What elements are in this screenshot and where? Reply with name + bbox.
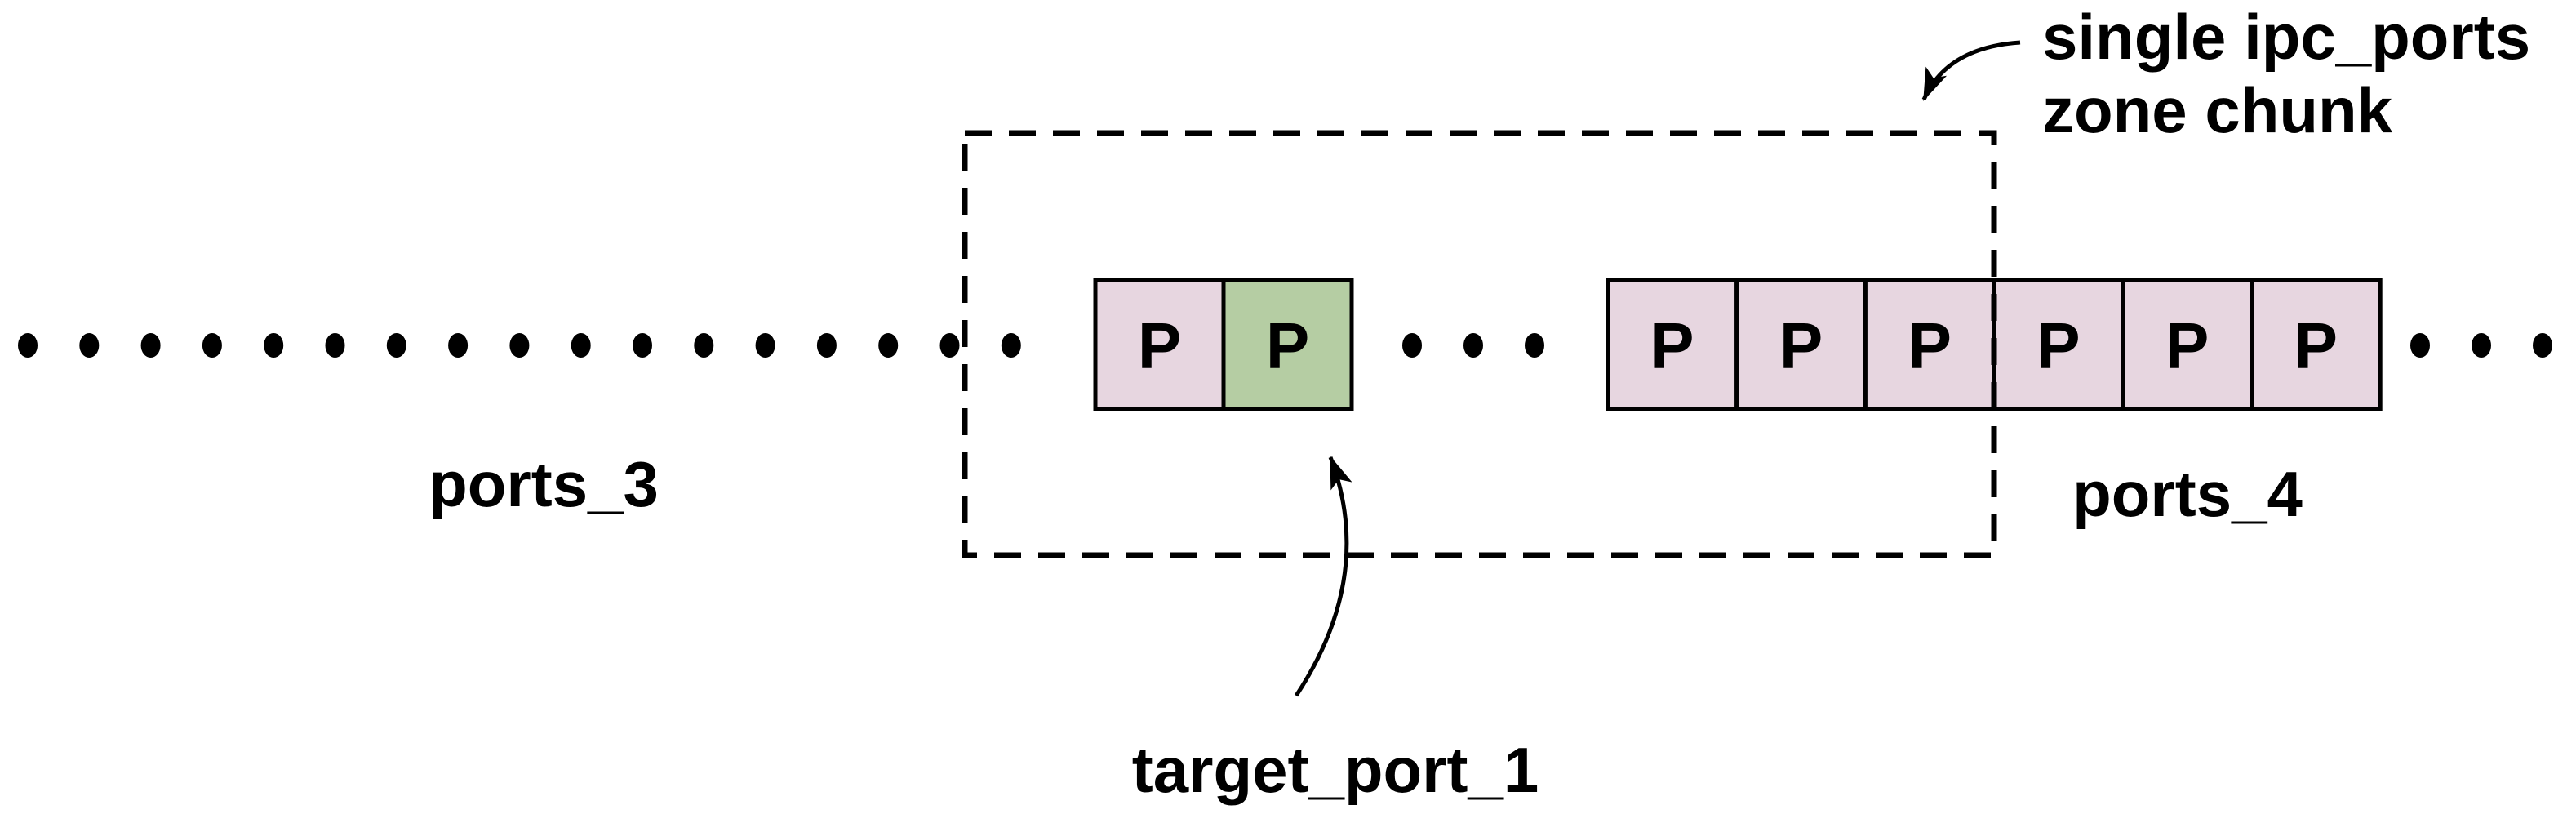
port-cell xyxy=(2121,278,2254,411)
target-port-label: target_port_1 xyxy=(1132,734,1539,806)
ellipsis-dot xyxy=(1402,333,1422,358)
ellipsis-dot xyxy=(202,333,222,358)
port-cell-label: P xyxy=(1908,309,1952,382)
ellipsis-dot xyxy=(2472,333,2491,358)
ellipsis-dot xyxy=(1001,333,1021,358)
port-cell-label: P xyxy=(2294,309,2338,382)
ellipsis-dot xyxy=(633,333,652,358)
ellipsis-dot xyxy=(816,333,837,358)
ellipsis-dot xyxy=(939,333,960,358)
ellipsis-dot xyxy=(571,333,591,358)
ellipsis-dot xyxy=(2410,333,2430,358)
ellipsis-dot xyxy=(140,333,161,358)
port-cell xyxy=(1093,278,1226,411)
zone-chunk-annotation-arrow xyxy=(1921,40,2021,101)
port-cell xyxy=(1863,278,1996,411)
ellipsis-dot xyxy=(448,333,469,358)
ellipsis-dot xyxy=(79,333,100,358)
ellipsis-dot xyxy=(386,333,406,358)
port-cell-label: P xyxy=(1779,309,1823,382)
ellipsis-dot xyxy=(264,333,284,358)
middle-ellipsis-dots xyxy=(1402,333,1544,358)
port-cell xyxy=(2250,278,2383,411)
left-ellipsis-dots xyxy=(18,333,1021,358)
port-cell-label: P xyxy=(2036,309,2080,382)
ellipsis-dot xyxy=(325,333,345,358)
target-port-cell xyxy=(1221,278,1354,411)
ellipsis-dot xyxy=(509,333,530,358)
port-cell-label: P xyxy=(2165,309,2209,382)
port-cell-label: P xyxy=(1650,309,1694,382)
zone-chunk-label-line1: single ipc_ports xyxy=(2042,1,2530,73)
ellipsis-dot xyxy=(1463,333,1483,358)
ellipsis-dot xyxy=(755,333,775,358)
target-port-annotation-arrow xyxy=(1294,456,1352,697)
port-cell-label: P xyxy=(1138,309,1181,382)
ports-4-label: ports_4 xyxy=(2072,458,2303,530)
ellipsis-dot xyxy=(2533,333,2552,358)
ports-3-label: ports_3 xyxy=(429,448,659,520)
ellipsis-dot xyxy=(1525,333,1544,358)
right-ellipsis-dots xyxy=(2410,333,2552,358)
ellipsis-dot xyxy=(18,333,38,358)
port-cell-label: P xyxy=(1266,309,1309,382)
port-cell xyxy=(1992,278,2125,411)
port-cell xyxy=(1606,278,1739,411)
port-cell xyxy=(1734,278,1868,411)
ellipsis-dot xyxy=(878,333,899,358)
zone-chunk-label-line2: zone chunk xyxy=(2042,74,2393,146)
zone-chunk-dashed-outline xyxy=(962,130,1997,558)
ellipsis-dot xyxy=(694,333,714,358)
